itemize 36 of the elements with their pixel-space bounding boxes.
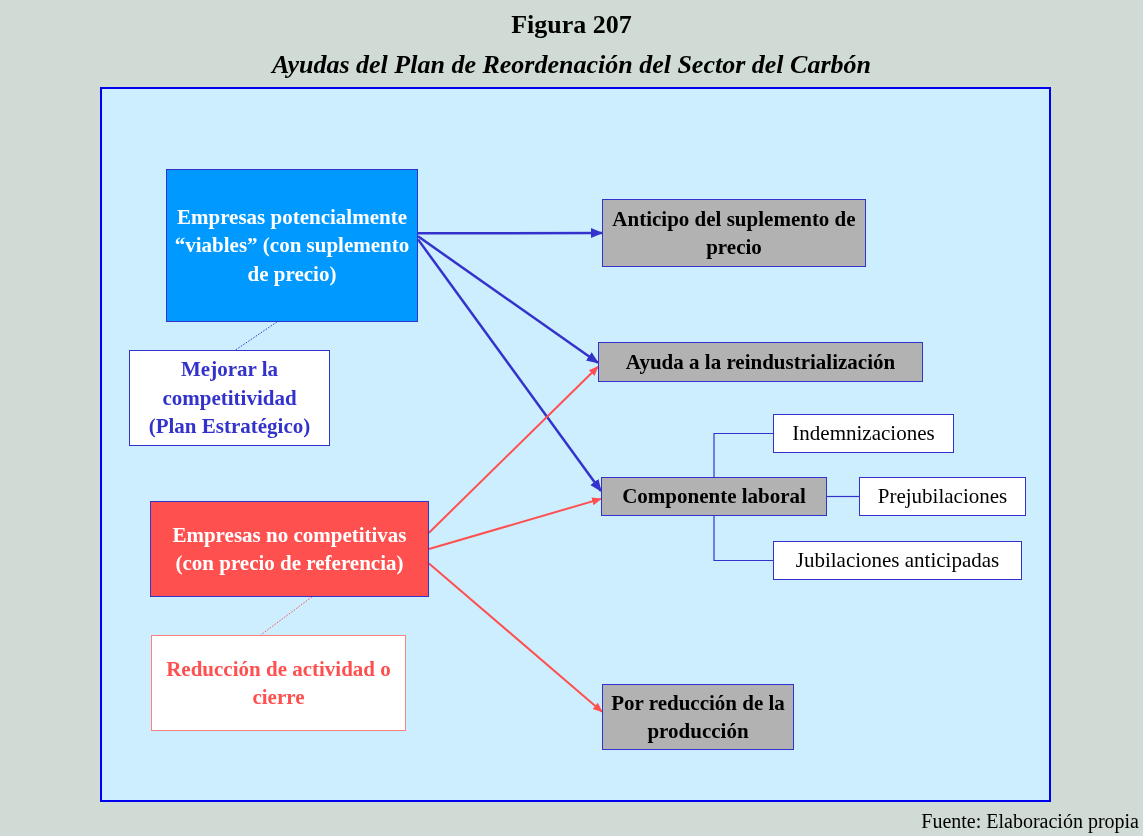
- text-box: [773, 541, 1022, 580]
- source-note: Fuente: Elaboración propia: [921, 810, 1139, 833]
- arrow: [428, 562, 603, 713]
- leader-line: [260, 596, 313, 636]
- box-text: Mejorar la competitividad (Plan Estratégico): [147, 356, 312, 441]
- box-text: Por reducción de la producción: [610, 689, 786, 745]
- text-box: [166, 169, 418, 322]
- box-text: Empresas no competitivas (con precio de referencia): [171, 521, 408, 577]
- figure-subtitle: Ayudas del Plan de Reordenación del Sector del Carbón: [269, 50, 872, 80]
- box-text: Componente laboral: [622, 483, 806, 511]
- text-box: [129, 350, 330, 446]
- leader-line: [235, 321, 278, 351]
- box-text: Anticipo del suplemento de precio: [611, 205, 857, 261]
- connector-line: [713, 515, 774, 562]
- box-text: Jubilaciones anticipadas: [795, 547, 1000, 575]
- arrow: [418, 228, 604, 238]
- connector-line: [713, 432, 774, 478]
- text-box: [601, 477, 827, 516]
- box-text: Empresas potencialmente “viables” (con suplemento de precio): [173, 204, 411, 288]
- arrow: [428, 497, 602, 550]
- text-box: [602, 684, 794, 750]
- arrow: [417, 235, 599, 364]
- box-text: Reducción de actividad o cierre: [165, 655, 392, 711]
- connector-line: [826, 495, 860, 498]
- text-box: [151, 635, 406, 731]
- box-text: Ayuda a la reindustrialización: [625, 348, 896, 376]
- box-text: Indemnizaciones: [792, 420, 935, 448]
- text-box: [598, 342, 923, 382]
- figure-title: Figura 207: [510, 10, 633, 40]
- box-text: Prejubilaciones: [877, 483, 1008, 511]
- text-box: [150, 501, 429, 597]
- arrow: [417, 238, 602, 493]
- arrow: [428, 365, 599, 534]
- text-box: [602, 199, 866, 267]
- text-box: [773, 414, 954, 453]
- text-box: [859, 477, 1026, 516]
